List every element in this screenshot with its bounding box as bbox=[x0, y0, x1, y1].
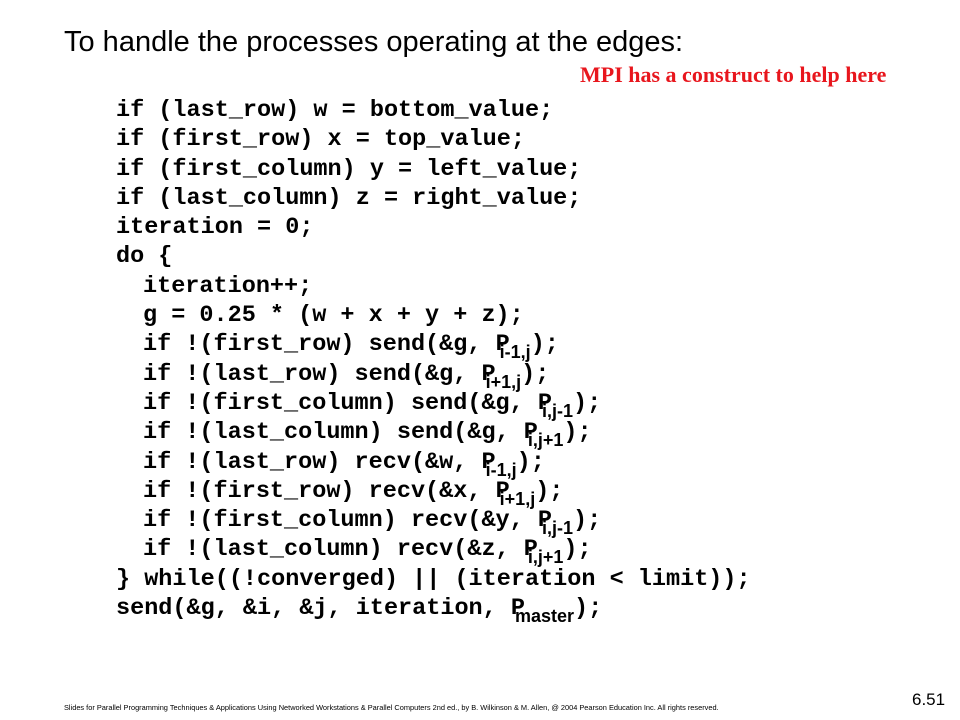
process-subscript: i-1,j bbox=[485, 459, 517, 480]
code-line: iteration++; bbox=[116, 272, 751, 301]
code-tail: ); bbox=[521, 360, 550, 388]
code-line: if !(last_column) send(&g, Pi,j+1); bbox=[116, 418, 751, 451]
code-tail: ); bbox=[516, 448, 545, 476]
mpi-callout: MPI has a construct to help here bbox=[580, 62, 887, 87]
code-text: if !(first_column) recv(&y, bbox=[143, 507, 538, 535]
code-tail: ); bbox=[530, 331, 559, 359]
process-subscript: i,j-1 bbox=[541, 400, 573, 421]
code-tail: ); bbox=[574, 595, 603, 623]
code-text: if !(last_column) send(&g, bbox=[143, 419, 524, 447]
code-tail: ); bbox=[563, 419, 592, 447]
process-name: P bbox=[523, 419, 538, 447]
code-line: if (first_row) x = top_value; bbox=[116, 125, 751, 154]
code-tail: ); bbox=[563, 536, 592, 564]
code-line: iteration = 0; bbox=[116, 213, 751, 242]
process-subscript: i+1,j bbox=[499, 488, 536, 509]
code-text: if (last_column) z = right_value; bbox=[116, 184, 582, 212]
code-line: } while((!converged) || (iteration < lim… bbox=[116, 565, 751, 594]
code-text: if !(last_column) recv(&z, bbox=[143, 536, 524, 564]
process-subscript: master bbox=[514, 606, 575, 627]
code-line: if !(first_column) recv(&y, Pi,j-1); bbox=[116, 506, 751, 539]
code-text: if !(first_row) recv(&x, bbox=[143, 477, 496, 505]
code-line: if (last_row) w = bottom_value; bbox=[116, 96, 751, 125]
process-name: P bbox=[481, 448, 496, 476]
code-tail: ); bbox=[535, 477, 564, 505]
process-subscript: i-1,j bbox=[499, 342, 531, 363]
slide-number: 6.51 bbox=[912, 690, 946, 709]
code-text: if !(last_row) send(&g, bbox=[143, 360, 482, 388]
process-subscript: i,j+1 bbox=[527, 547, 564, 568]
process-name: P bbox=[495, 331, 510, 359]
code-tail: ); bbox=[573, 389, 602, 417]
process-name: P bbox=[495, 477, 510, 505]
process-subscript: i,j+1 bbox=[527, 430, 564, 451]
code-text: if !(first_column) send(&g, bbox=[143, 389, 538, 417]
code-text: iteration++; bbox=[143, 272, 313, 300]
code-text: } while((!converged) || (iteration < lim… bbox=[116, 565, 751, 593]
code-line: if !(last_row) recv(&w, Pi-1,j); bbox=[116, 448, 751, 480]
code-text: if !(last_row) recv(&w, bbox=[143, 448, 482, 476]
code-text: do { bbox=[116, 243, 173, 271]
copyright-footer: Slides for Parallel Programming Techniqu… bbox=[64, 703, 719, 712]
code-text: g = 0.25 * (w + x + y + z); bbox=[143, 302, 524, 330]
slide-title: To handle the processes operating at the… bbox=[64, 26, 684, 58]
code-line: if !(last_row) send(&g, Pi+1,j); bbox=[116, 360, 751, 392]
process-subscript: i+1,j bbox=[485, 371, 522, 392]
process-name: P bbox=[537, 507, 552, 535]
code-text: if (first_column) y = left_value; bbox=[116, 155, 582, 183]
process-name: P bbox=[481, 360, 496, 388]
process-name: P bbox=[537, 389, 552, 417]
code-line: send(&g, &i, &j, iteration, Pmaster); bbox=[116, 594, 751, 627]
code-text: iteration = 0; bbox=[116, 214, 314, 242]
process-subscript: i,j-1 bbox=[541, 518, 573, 539]
code-line: if !(first_column) send(&g, Pi,j-1); bbox=[116, 389, 751, 421]
code-text: if (last_row) w = bottom_value; bbox=[116, 97, 554, 124]
code-line: g = 0.25 * (w + x + y + z); bbox=[116, 301, 751, 330]
code-line: if (last_column) z = right_value; bbox=[116, 184, 751, 213]
process-name: P bbox=[510, 595, 525, 623]
code-text: if (first_row) x = top_value; bbox=[116, 126, 525, 154]
code-line: if !(first_row) send(&g, Pi-1,j); bbox=[116, 330, 751, 363]
code-line: do { bbox=[116, 242, 751, 271]
code-text: send(&g, &i, &j, iteration, bbox=[116, 595, 511, 623]
code-tail: ); bbox=[573, 507, 602, 535]
code-line: if !(last_column) recv(&z, Pi,j+1); bbox=[116, 535, 751, 568]
code-line: if (first_column) y = left_value; bbox=[116, 155, 751, 184]
code-line: if !(first_row) recv(&x, Pi+1,j); bbox=[116, 477, 751, 509]
code-text: if !(first_row) send(&g, bbox=[143, 331, 496, 359]
process-name: P bbox=[523, 536, 538, 564]
code-block: if (last_row) w = bottom_value;if (first… bbox=[116, 96, 751, 627]
